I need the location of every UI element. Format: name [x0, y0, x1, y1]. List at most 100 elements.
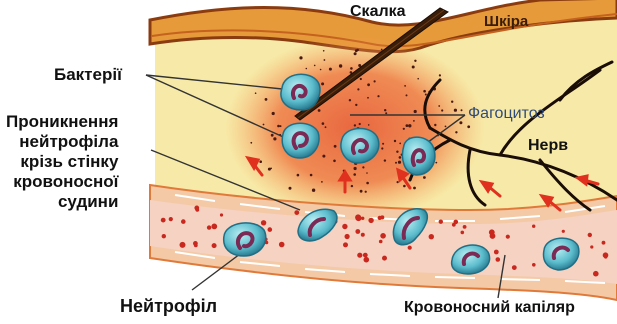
- red-blood-cell-dot: [378, 216, 382, 220]
- bacteria-dot: [459, 121, 462, 124]
- bacteria-dot: [384, 159, 386, 161]
- red-blood-cell-dot: [355, 214, 361, 220]
- red-blood-cell-dot: [408, 246, 412, 250]
- bacteria-dot: [273, 137, 276, 140]
- bacteria-dot: [314, 65, 316, 67]
- red-blood-cell-dot: [593, 271, 599, 277]
- bacteria-dot: [306, 68, 308, 70]
- red-blood-cell-dot: [207, 225, 211, 229]
- bacteria-dot: [455, 131, 457, 133]
- bacteria-dot: [414, 110, 417, 113]
- bacteria-dot: [355, 49, 358, 52]
- bacteria-dot: [350, 67, 353, 70]
- bacteria-dot: [385, 112, 387, 114]
- bacteria-dot: [360, 78, 362, 80]
- bacteria-dot: [382, 143, 384, 145]
- bacteria-dot: [425, 94, 427, 96]
- bacteria-dot: [413, 120, 415, 122]
- red-blood-cell-dot: [496, 257, 501, 262]
- bacteria-dot: [408, 124, 411, 127]
- bacteria-dot: [438, 105, 440, 107]
- red-blood-cell-dot: [382, 256, 387, 261]
- red-blood-cell-dot: [368, 218, 373, 223]
- bacteria-dot: [384, 109, 386, 111]
- bacteria-dot: [322, 122, 325, 125]
- bacteria-dot: [412, 66, 415, 69]
- bacteria-dot: [349, 99, 351, 101]
- bacteria-dot: [250, 142, 252, 144]
- bacteria-dot: [381, 49, 383, 51]
- bacteria-dot: [395, 162, 397, 164]
- bacteria-dot: [467, 125, 470, 128]
- label-neutrophil-penetration: Проникнення нейтрофіла крізь стінку кров…: [6, 112, 118, 212]
- bacteria-dot: [339, 64, 342, 67]
- bacteria-dot: [325, 126, 327, 128]
- bacteria-dot: [439, 74, 441, 76]
- red-blood-cell-dot: [602, 241, 606, 245]
- label-splinter: Скалка: [350, 4, 406, 20]
- red-blood-cell-dot: [294, 210, 299, 215]
- red-blood-cell-dot: [342, 224, 347, 229]
- bacteria-dot: [320, 69, 322, 71]
- bacteria-dot: [366, 172, 368, 174]
- bacteria-dot: [255, 92, 257, 94]
- red-blood-cell-dot: [439, 220, 443, 224]
- label-blood-capillary: Кровоносний капіляр: [404, 300, 575, 316]
- red-blood-cell-dot: [379, 240, 383, 244]
- bacteria-dot: [423, 90, 426, 93]
- red-blood-cell-dot: [361, 233, 365, 237]
- red-blood-cell-dot: [279, 242, 285, 248]
- label-phagocytosis: Фагоцитоз: [468, 106, 545, 122]
- bacteria-dot: [321, 82, 324, 85]
- red-blood-cell-dot: [212, 243, 217, 248]
- red-blood-cell-dot: [211, 224, 217, 230]
- red-blood-cell-dot: [162, 234, 166, 238]
- bacteria-dot: [268, 168, 271, 171]
- bacteria-dot: [323, 50, 325, 52]
- red-blood-cell-dot: [490, 233, 496, 239]
- bacteria-dot: [333, 160, 336, 163]
- bacteria-dot: [354, 52, 357, 55]
- red-blood-cell-dot: [588, 233, 592, 237]
- bacteria-dot: [312, 189, 315, 192]
- bacteria-dot: [404, 85, 406, 87]
- bacteria-dot: [377, 95, 379, 97]
- bacteria-dot: [299, 56, 302, 59]
- bacteria-dot: [406, 124, 409, 127]
- bacteria-dot: [354, 167, 357, 170]
- bacteria-dot: [367, 97, 369, 99]
- bacteria-dot: [413, 187, 416, 190]
- red-blood-cell-dot: [461, 231, 465, 235]
- label-nerve: Нерв: [528, 138, 568, 154]
- bacteria-dot: [398, 161, 401, 164]
- bacteria-dot: [359, 123, 361, 125]
- red-blood-cell-dot: [169, 217, 173, 221]
- bacteria-dot: [403, 128, 405, 130]
- label-neutrophil: Нейтрофіл: [120, 297, 217, 315]
- bacteria-dot: [434, 124, 436, 126]
- red-blood-cell-dot: [506, 235, 510, 239]
- bacteria-dot: [451, 101, 453, 103]
- red-blood-cell-dot: [463, 225, 467, 229]
- red-blood-cell-dot: [452, 223, 456, 227]
- bacteria-dot: [399, 143, 401, 145]
- bacteria-dot: [396, 151, 398, 153]
- bacteria-dot: [381, 147, 383, 149]
- bacteria-dot: [403, 185, 406, 188]
- red-blood-cell-dot: [590, 245, 593, 248]
- bacteria-dot: [351, 185, 353, 187]
- bacteria-dot: [272, 112, 275, 115]
- bacteria-dot: [366, 182, 369, 185]
- bacteria-dot: [277, 125, 280, 128]
- bacteria-dot: [310, 174, 313, 177]
- label-bacteria: Бактерії: [54, 66, 122, 83]
- red-blood-cell-dot: [494, 250, 499, 255]
- red-blood-cell-dot: [343, 242, 348, 247]
- bacteria-dot: [321, 181, 323, 183]
- bacteria-dot: [357, 88, 359, 90]
- red-blood-cell-dot: [195, 208, 199, 212]
- bacteria-dot: [322, 155, 325, 158]
- red-blood-cell-dot: [562, 230, 565, 233]
- bacteria-dot: [265, 98, 268, 101]
